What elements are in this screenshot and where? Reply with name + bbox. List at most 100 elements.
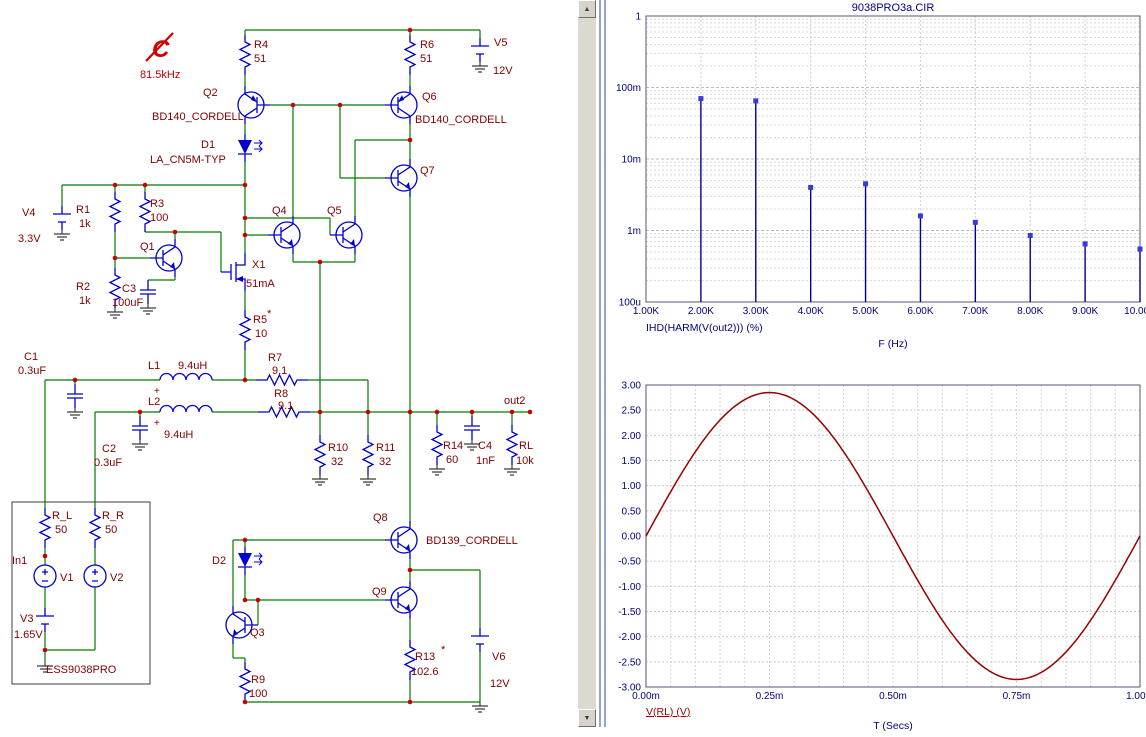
label-r6-value[interactable]: 51	[420, 53, 432, 65]
label-c2[interactable]: C2	[102, 443, 116, 455]
schematic-vertical-scrollbar[interactable]: ▲ ▼	[578, 0, 596, 727]
ground-symbol[interactable]	[54, 230, 70, 240]
label-v6[interactable]: V6	[492, 651, 505, 663]
component-C2[interactable]	[132, 416, 148, 440]
label-q2-model[interactable]: BD140_CORDELL	[152, 111, 244, 123]
scroll-down-button[interactable]: ▼	[578, 709, 596, 727]
label-r8-value[interactable]: 9.1	[278, 400, 293, 412]
component-Q7[interactable]	[385, 159, 417, 197]
component-V6[interactable]	[471, 628, 489, 652]
component-R10[interactable]	[315, 435, 325, 475]
label-x1[interactable]: X1	[252, 259, 265, 271]
component-R3[interactable]	[140, 192, 150, 232]
microcap-logo[interactable]: C	[152, 36, 170, 63]
ground-symbol[interactable]	[132, 440, 148, 450]
label-r11[interactable]: R11	[376, 442, 395, 454]
component-R_R[interactable]	[90, 508, 100, 548]
label-r2[interactable]: R2	[76, 281, 90, 293]
component-R6[interactable]	[405, 35, 415, 75]
label-r3-value[interactable]: 100	[150, 212, 168, 224]
label-q5[interactable]: Q5	[327, 205, 342, 217]
scroll-up-button[interactable]: ▲	[578, 0, 596, 18]
component-Q8[interactable]	[385, 521, 417, 559]
label-q6[interactable]: Q6	[422, 91, 437, 103]
label-r13-star[interactable]: *	[441, 644, 446, 656]
label-q3[interactable]: Q3	[250, 627, 265, 639]
label-r2-value[interactable]: 1k	[79, 295, 91, 307]
label-d1-model[interactable]: LA_CN5M-TYP	[150, 154, 226, 166]
label-r10-value[interactable]: 32	[331, 456, 343, 468]
label-r5-star[interactable]: *	[267, 308, 272, 320]
label-l2[interactable]: L2	[148, 396, 160, 408]
component-R1[interactable]	[110, 192, 120, 232]
component-R5[interactable]	[240, 310, 250, 350]
label-c4-value[interactable]: 1nF	[476, 455, 495, 467]
label-r4-value[interactable]: 51	[254, 53, 266, 65]
ground-symbol[interactable]	[312, 475, 328, 485]
ground-symbol[interactable]	[67, 408, 83, 418]
component-R14[interactable]	[432, 425, 442, 465]
label-l1-value[interactable]: 9.4uH	[178, 360, 207, 372]
component-X1[interactable]	[221, 253, 245, 291]
label-r13[interactable]: R13	[415, 651, 435, 663]
component-C1[interactable]	[67, 384, 83, 408]
label-rl-value[interactable]: 10k	[516, 455, 534, 467]
component-Q6[interactable]	[385, 86, 417, 124]
label-rl[interactable]: RL	[519, 440, 533, 452]
component-R4[interactable]	[240, 35, 250, 75]
label-v1[interactable]: V1	[60, 572, 73, 584]
label-r5-value[interactable]: 10	[255, 328, 267, 340]
component-C4[interactable]	[464, 416, 480, 440]
label-r8[interactable]: R8	[274, 388, 288, 400]
label-r9[interactable]: R9	[251, 674, 265, 686]
label-v6-value[interactable]: 12V	[490, 678, 510, 690]
label-r_r[interactable]: R_R	[102, 510, 124, 522]
label-d1[interactable]: D1	[201, 139, 215, 151]
label-q9[interactable]: Q9	[372, 586, 387, 598]
label-r14-value[interactable]: 60	[446, 454, 458, 466]
component-R_L[interactable]	[40, 508, 50, 548]
label-r14[interactable]: R14	[443, 440, 463, 452]
component-Q4[interactable]	[268, 216, 300, 254]
label-r_l-value[interactable]: 50	[55, 524, 67, 536]
label-r_l[interactable]: R_L	[52, 510, 72, 522]
component-L1[interactable]	[160, 374, 212, 381]
label-r7[interactable]: R7	[268, 352, 282, 364]
component-Q9[interactable]	[385, 581, 417, 619]
label-q8[interactable]: Q8	[373, 512, 388, 524]
label-out2[interactable]: out2	[504, 395, 525, 407]
label-v2[interactable]: V2	[110, 572, 123, 584]
ground-symbol[interactable]	[360, 475, 376, 485]
label-c3[interactable]: C3	[122, 283, 136, 295]
label-r9-value[interactable]: 100	[249, 688, 267, 700]
label-c1-value[interactable]: 0.3uF	[18, 365, 46, 377]
harmonic-distortion-chart[interactable]: 9038PRO3a.CIR1100m10m1m100u1.00K2.00K3.0…	[608, 0, 1146, 372]
label-c3-value[interactable]: 100uF	[112, 297, 143, 309]
wires[interactable]	[45, 30, 530, 702]
component-L2[interactable]	[160, 406, 212, 413]
label-r1-value[interactable]: 1k	[79, 218, 91, 230]
label-r11-value[interactable]: 32	[379, 456, 391, 468]
output-waveform-chart[interactable]: 3.002.502.001.501.000.500.00-0.50-1.00-1…	[608, 377, 1146, 732]
component-D1[interactable]	[238, 134, 262, 162]
ground-symbol[interactable]	[429, 465, 445, 475]
label-v3-value[interactable]: 1.65V	[14, 629, 43, 641]
label-q7[interactable]: Q7	[420, 165, 435, 177]
label-d2[interactable]: D2	[212, 555, 226, 567]
label-q6-model[interactable]: BD140_CORDELL	[415, 114, 507, 126]
label-r4[interactable]: R4	[254, 39, 268, 51]
analysis-plot-pane[interactable]: 9038PRO3a.CIR1100m10m1m100u1.00K2.00K3.0…	[608, 0, 1146, 727]
label-l2-value[interactable]: 9.4uH	[164, 429, 193, 441]
label-q1[interactable]: Q1	[140, 241, 155, 253]
label-chip[interactable]: ESS9038PRO	[46, 664, 117, 676]
label-r7-value[interactable]: 9.1	[272, 365, 287, 377]
scrollbar-track[interactable]	[578, 18, 596, 709]
component-V5[interactable]	[471, 38, 489, 62]
label-l2-plus[interactable]: +	[154, 418, 160, 429]
ground-symbol[interactable]	[472, 702, 488, 712]
component-V4[interactable]	[53, 206, 71, 230]
schematic-editor-pane[interactable]: C81.5kHzQ2BD140_CORDELLR451R651Q6BD140_C…	[0, 0, 578, 727]
component-V2[interactable]	[84, 565, 106, 587]
label-r1[interactable]: R1	[76, 204, 90, 216]
label-r_r-value[interactable]: 50	[105, 524, 117, 536]
